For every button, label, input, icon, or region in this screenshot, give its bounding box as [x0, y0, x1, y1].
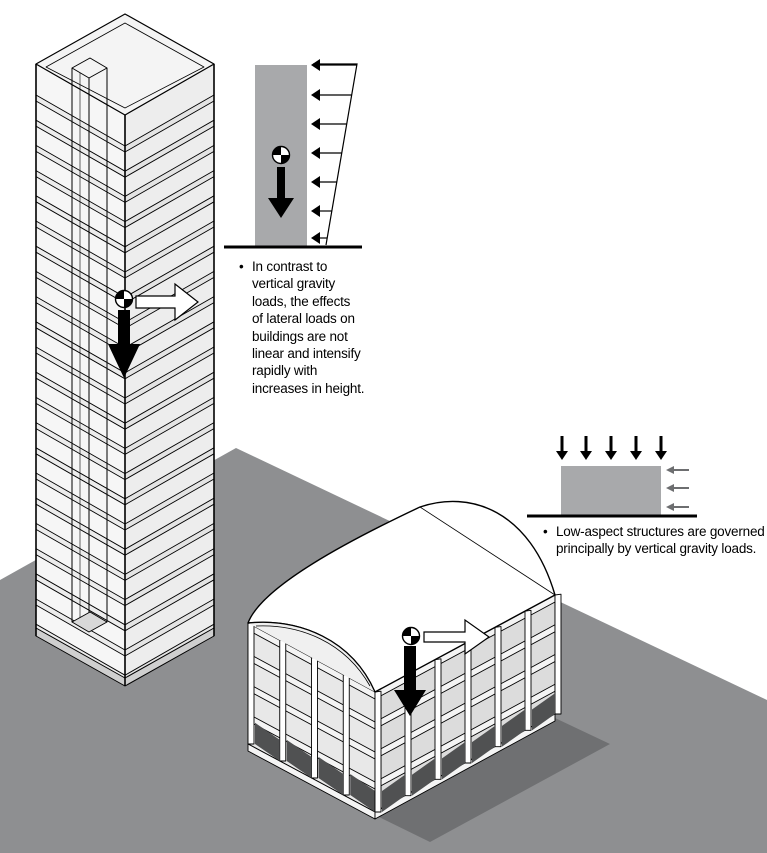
front-frame-opening: [350, 773, 375, 812]
note-line: of lateral loads on: [252, 311, 355, 327]
tall-load-diagram: [224, 59, 362, 249]
down-arrow-shaft: [584, 436, 588, 452]
note-line: Low-aspect structures are governed: [556, 524, 765, 539]
side-frame-opening: [502, 709, 525, 747]
tall-lateral-arrow: [135, 282, 199, 322]
low-building-forces: [394, 618, 491, 716]
left-arrow-icon: [666, 466, 674, 474]
side-frame-column: [464, 642, 472, 764]
side-frame-opening: [472, 725, 495, 763]
low-building-note: • Low-aspect structures are governed pri…: [543, 523, 765, 558]
left-arrow-icon: [311, 176, 320, 188]
tall-building-core: [71, 57, 108, 633]
side-frame-opening: [442, 742, 465, 780]
front-frame-column: [247, 622, 255, 745]
low-diagram-block: [561, 466, 661, 516]
left-arrow-icon: [311, 147, 320, 159]
side-frame-opening: [412, 758, 435, 796]
down-arrow-icon: [556, 451, 568, 460]
side-frame-column: [374, 690, 382, 813]
left-arrow-icon: [311, 59, 320, 71]
note-line: principally by vertical gravity loads.: [556, 541, 757, 557]
left-arrow-icon: [311, 232, 320, 244]
low-lateral-arrow: [423, 618, 491, 656]
low-gravity-arrow: [394, 646, 426, 716]
front-frame-column: [342, 674, 350, 796]
side-frame-column: [434, 658, 442, 780]
front-frame-opening: [255, 722, 280, 761]
left-arrow-icon: [311, 205, 320, 217]
low-lateral-load-arrows: [666, 466, 689, 511]
left-arrow-icon: [666, 484, 674, 492]
down-arrow-icon: [580, 451, 592, 460]
left-arrow-icon: [666, 503, 674, 511]
low-building-front-frame: [247, 622, 382, 820]
note-line: vertical gravity: [252, 276, 336, 292]
wind-load-profile: [313, 63, 358, 246]
down-arrow-icon: [630, 451, 642, 460]
center-of-mass-icon: [114, 289, 134, 309]
center-of-mass-icon: [271, 145, 291, 165]
gravity-load-arrows: [556, 436, 667, 460]
tall-building-note: • In contrast to vertical gravity loads,…: [239, 258, 365, 397]
tall-gravity-arrow: [108, 310, 140, 378]
left-arrow-icon: [311, 118, 320, 130]
left-arrow-icon: [311, 89, 320, 101]
tall-building-forces: [108, 282, 199, 378]
center-of-mass-icon: [401, 626, 421, 646]
lateral-load-arrows: [311, 59, 357, 244]
side-frame-column: [554, 593, 562, 715]
down-arrow-shaft: [609, 436, 613, 452]
note-line: loads, the effects: [252, 293, 351, 309]
note-line: buildings are not: [252, 328, 348, 344]
side-frame-opening: [382, 774, 405, 812]
front-frame-column: [311, 657, 318, 779]
down-arrow-icon: [655, 451, 667, 460]
front-frame-column: [279, 639, 287, 762]
down-arrow-icon: [605, 451, 617, 460]
bullet-icon: •: [543, 524, 548, 539]
note-line: increases in height.: [252, 380, 365, 396]
note-line: In contrast to: [252, 259, 328, 274]
low-building: [247, 500, 610, 842]
down-arrow-shaft: [560, 436, 564, 452]
low-load-diagram: [527, 436, 697, 518]
front-frame-opening: [286, 739, 312, 778]
side-frame-column: [494, 626, 502, 748]
down-arrow-shaft: [634, 436, 638, 452]
note-line: rapidly with: [252, 363, 318, 379]
tall-diagram-gravity-arrow: [268, 167, 294, 218]
down-arrow-shaft: [659, 436, 663, 452]
low-building-shadow: [375, 718, 610, 842]
side-frame-column: [524, 609, 532, 731]
side-frame-opening: [532, 693, 555, 731]
tall-building-roof-inset: [45, 22, 205, 109]
front-frame-opening: [318, 756, 344, 795]
note-line: linear and intensify: [252, 346, 361, 362]
bullet-icon: •: [239, 259, 244, 274]
